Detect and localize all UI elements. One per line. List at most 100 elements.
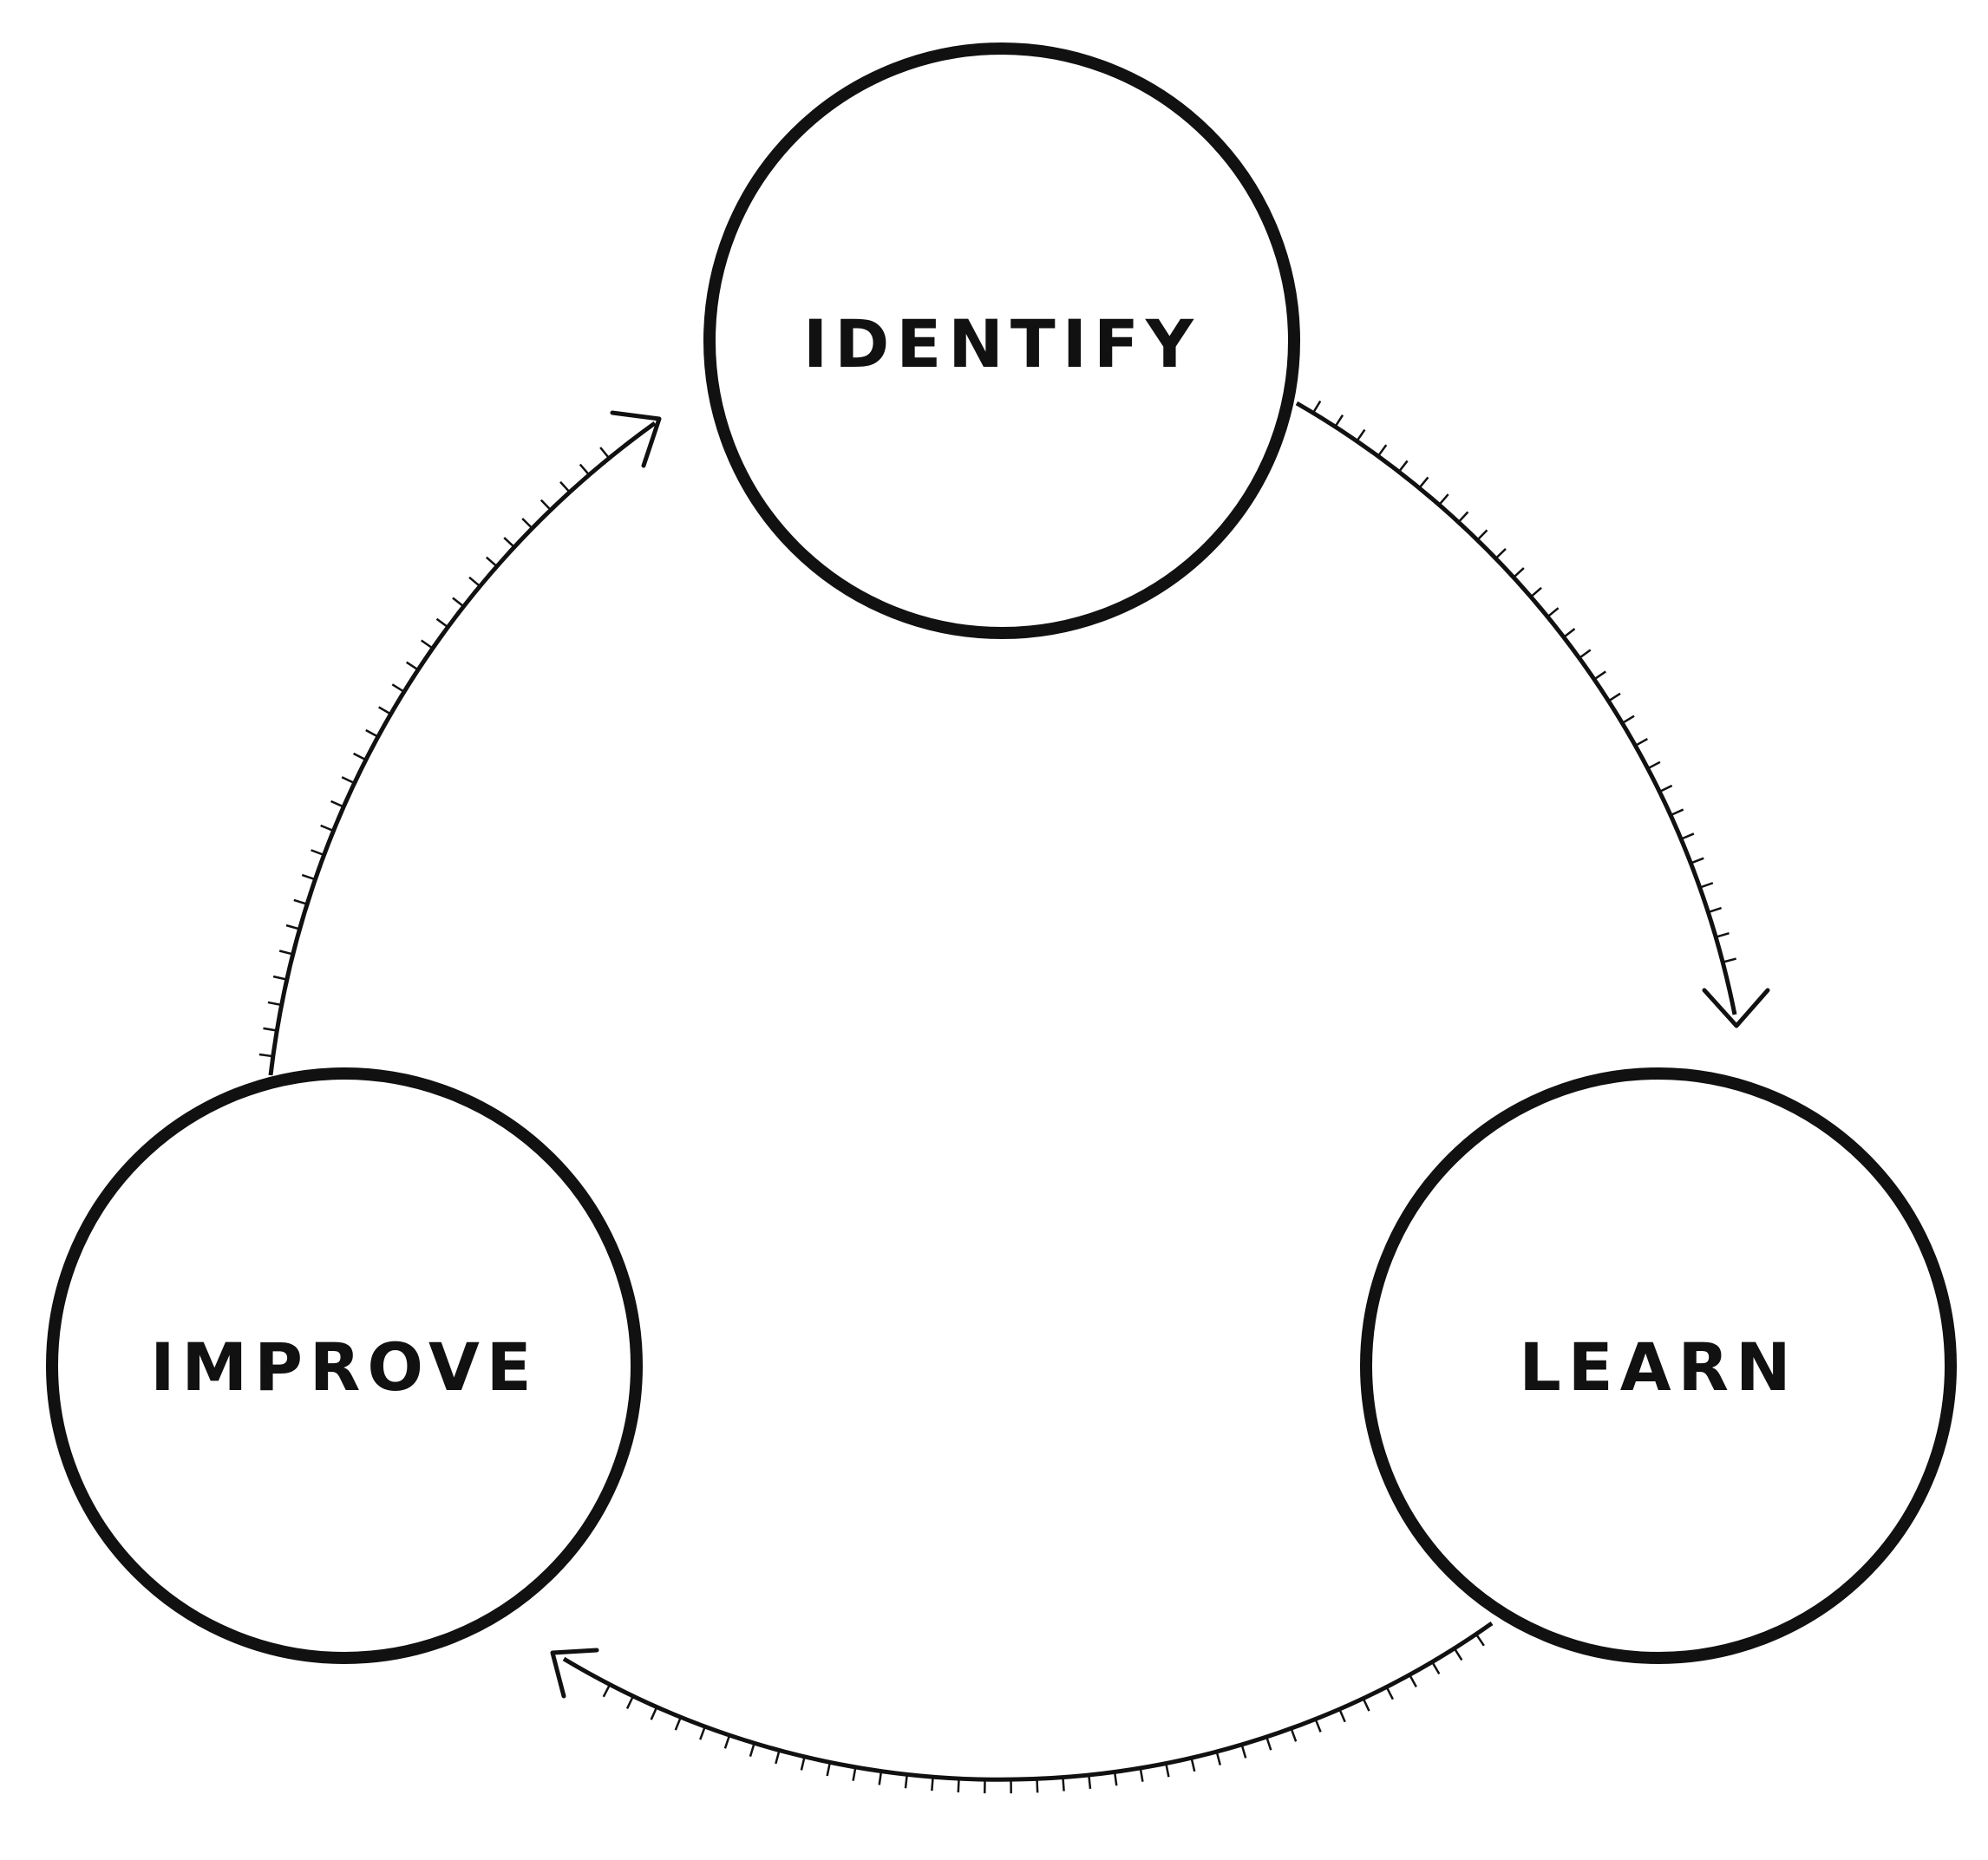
arc-tick [826,1762,832,1777]
arc-tick [1680,832,1695,840]
arc-tick [1607,692,1621,702]
arc-identify-to-learn [1295,400,1770,1028]
arc-tick [1377,444,1388,457]
arc-tick [1690,857,1704,865]
node-improve-circle [46,1067,643,1664]
arc-tick [674,1716,682,1731]
arc-tick [301,873,316,881]
arc-tick [1715,932,1730,938]
node-learn: LEARN [1360,1067,1957,1664]
arc-tick [1453,1648,1463,1661]
arc-tick [957,1778,960,1793]
arc-tick [285,923,300,930]
arc-tick [650,1707,658,1720]
arc-tick [599,447,611,460]
arc-tick [378,706,392,715]
arc-tick [1362,1698,1370,1712]
arc-tick [625,1695,635,1709]
arc-tick [1530,586,1542,598]
arc-tick [878,1771,883,1785]
arc-tick [579,463,591,476]
node-improve: IMPROVE [46,1067,643,1664]
arc-tick [1409,1674,1417,1688]
arrow-head-learn [1702,988,1770,1028]
arc-tick [1634,737,1648,747]
arc-tick [1190,1757,1196,1772]
arc-tick [1385,1686,1394,1700]
arc-tick [435,617,449,629]
arc-tick [1647,760,1661,770]
arc-tick [1036,1778,1039,1793]
arc-tick [1699,882,1714,889]
arc-learn-to-improve-line [562,1621,1494,1782]
arc-tick [749,1742,755,1757]
arc-tick [1314,1719,1322,1733]
arc-tick [1311,400,1322,414]
ticks-identify-to-learn [1311,400,1736,963]
arc-tick [904,1774,908,1789]
ticks-learn-to-improve [602,1633,1485,1794]
arc-tick [1431,1661,1441,1674]
arc-tick [1658,784,1673,793]
arc-tick [1338,1708,1346,1723]
node-learn-circle [1360,1067,1957,1664]
arc-tick [1438,493,1449,506]
arc-tick [852,1766,857,1781]
arc-tick [278,950,294,956]
arc-tick [405,661,419,671]
arc-tick [1215,1751,1222,1765]
arrow-head-identify [610,410,662,468]
arc-tick [341,776,356,785]
node-learn-label: LEARN [1519,1328,1797,1406]
arc-tick [1722,957,1736,963]
ticks-improve-to-identify [258,447,611,1058]
arc-tick [699,1726,706,1740]
arc-tick [1240,1744,1247,1759]
arc-tick [1165,1763,1170,1778]
arc-tick [559,480,571,493]
arc-tick [485,556,498,568]
arc-tick [293,898,308,905]
arc-learn-to-improve [550,1621,1494,1794]
arc-tick [1563,628,1576,638]
arc-tick [1088,1774,1092,1790]
arc-tick [452,597,465,608]
arc-tick [800,1756,806,1771]
arrow-head-improve [550,1648,599,1699]
arc-tick [723,1734,731,1749]
arc-tick [1397,460,1409,473]
arc-tick [775,1750,781,1765]
arc-tick [330,799,344,808]
arc-tick [391,683,405,693]
arc-tick [1579,649,1592,659]
arc-tick [421,639,434,649]
arc-tick [1356,428,1366,442]
arc-tick [1139,1767,1144,1782]
arc-tick [1547,607,1560,618]
arc-tick [311,849,324,857]
arc-tick [263,1027,278,1032]
node-improve-label: IMPROVE [150,1328,538,1406]
arc-tick [258,1053,273,1058]
arc-tick [468,576,481,587]
arc-tick [602,1684,611,1698]
arc-tick [503,537,515,548]
arc-tick [1418,476,1429,489]
node-identify-circle [703,42,1300,639]
arc-tick [1476,529,1488,541]
arc-improve-to-identify [258,410,662,1076]
arc-tick [1290,1727,1298,1742]
arc-tick [1113,1772,1118,1786]
arc-tick [272,975,288,981]
arc-tick [1494,548,1507,559]
arc-tick [1670,808,1684,817]
arc-tick [365,728,379,738]
arc-tick [1457,511,1469,523]
arc-identify-to-learn-line [1295,401,1737,1015]
arc-tick [1334,414,1344,427]
arc-tick [1593,670,1606,681]
node-identify: IDENTIFY [703,42,1300,639]
arc-tick [353,752,367,761]
arc-tick [540,499,552,511]
